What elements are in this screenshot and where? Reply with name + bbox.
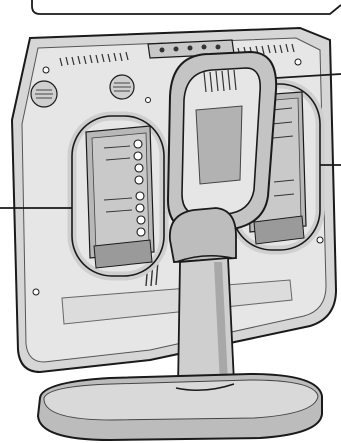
stand-base bbox=[38, 374, 322, 440]
speaker-grille-right bbox=[110, 75, 134, 99]
stand-handle bbox=[168, 52, 276, 232]
speaker-grille-left bbox=[31, 81, 57, 107]
top-frame bbox=[32, 0, 341, 14]
stand-post bbox=[170, 208, 236, 388]
